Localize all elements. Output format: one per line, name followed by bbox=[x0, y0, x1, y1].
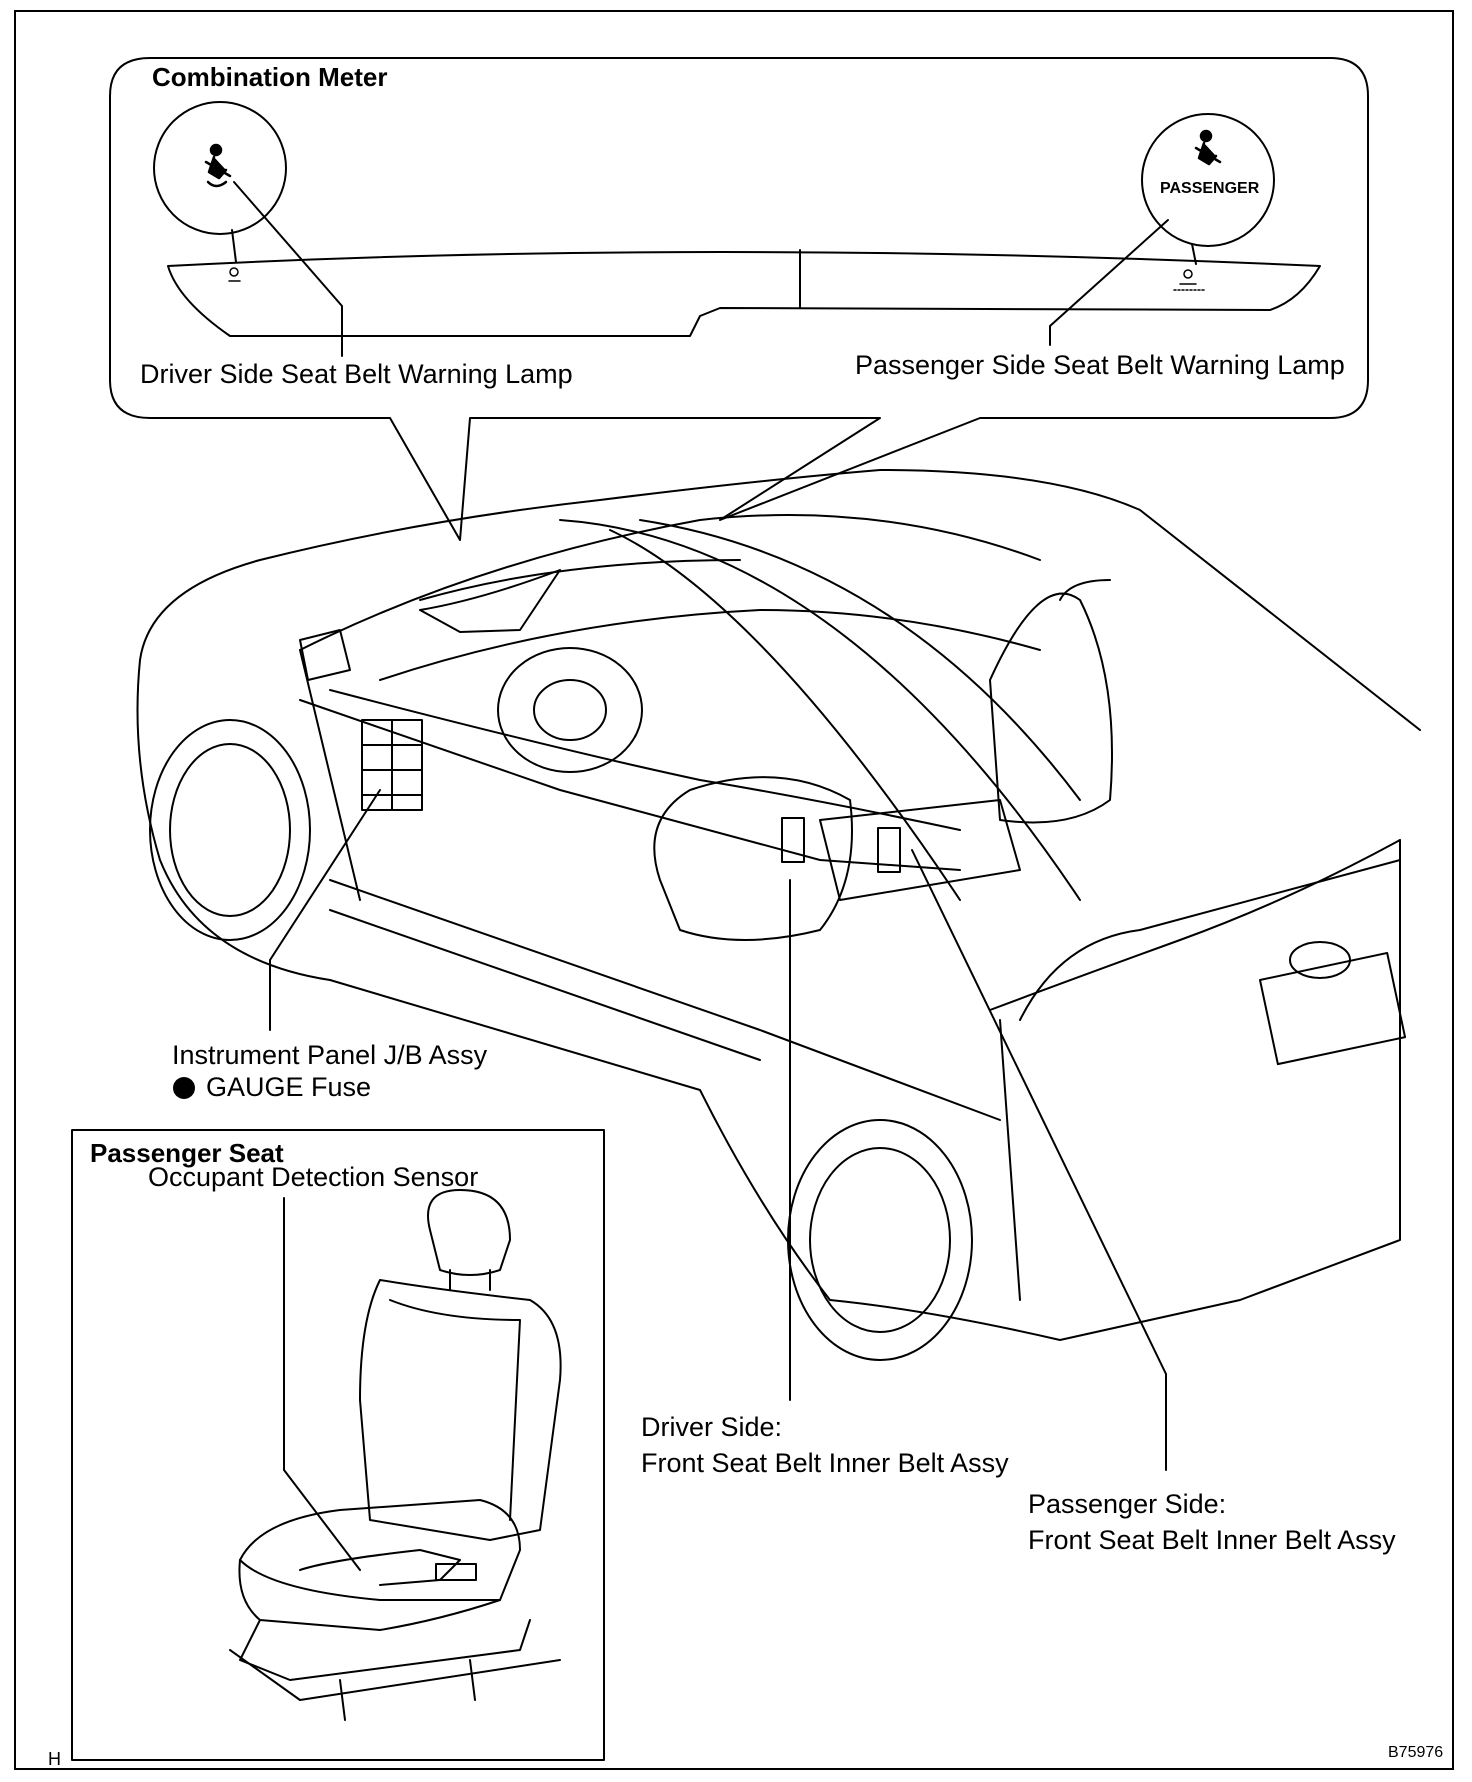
meter-cluster-outline bbox=[167, 251, 1321, 337]
jb-leader bbox=[269, 789, 381, 1031]
figure-frame bbox=[14, 10, 1454, 1770]
passenger-belt-label-line1: Passenger Side: bbox=[1028, 1489, 1227, 1519]
driver-lamp-leader bbox=[233, 181, 343, 357]
jb-label-line2: GAUGE Fuse bbox=[206, 1072, 372, 1102]
driver-lamp-magnifier bbox=[153, 101, 287, 235]
passenger-lamp-magnifier bbox=[1141, 113, 1275, 247]
filled-circle-icon bbox=[173, 1077, 195, 1099]
sensor-leader bbox=[283, 1197, 361, 1571]
cluster-passenger-icon bbox=[1173, 269, 1207, 291]
driver-belt-label-line2: Front Seat Belt Inner Belt Assy bbox=[641, 1448, 1009, 1478]
inset-title: Passenger Seat bbox=[90, 1138, 284, 1168]
cluster-driver-icon bbox=[228, 267, 241, 282]
combination-meter-title: Combination Meter bbox=[152, 62, 388, 92]
combination-meter-callout bbox=[109, 57, 1369, 541]
driver-belt-label-line1: Driver Side: bbox=[641, 1412, 783, 1442]
figure-code: B75976 bbox=[1388, 1744, 1444, 1761]
jb-label-line1: Instrument Panel J/B Assy bbox=[172, 1040, 488, 1070]
passenger-seat-drawing bbox=[229, 1189, 562, 1721]
passenger-seat-inset bbox=[71, 1129, 605, 1761]
driver-lamp-label: Driver Side Seat Belt Warning Lamp bbox=[140, 359, 573, 389]
passenger-lamp-indicator-text: PASSENGER bbox=[1160, 180, 1260, 197]
seat-belt-icon bbox=[204, 143, 232, 188]
seat-belt-icon bbox=[1194, 129, 1222, 166]
sensor-label: Occupant Detection Sensor bbox=[148, 1162, 479, 1192]
passenger-belt-leader bbox=[911, 849, 1167, 1471]
passenger-lamp-label: Passenger Side Seat Belt Warning Lamp bbox=[855, 350, 1345, 380]
passenger-lamp-leader bbox=[1049, 219, 1169, 346]
vehicle-outline bbox=[136, 469, 1421, 1361]
corner-letter: H bbox=[48, 1749, 61, 1769]
passenger-belt-label-line2: Front Seat Belt Inner Belt Assy bbox=[1028, 1525, 1396, 1555]
